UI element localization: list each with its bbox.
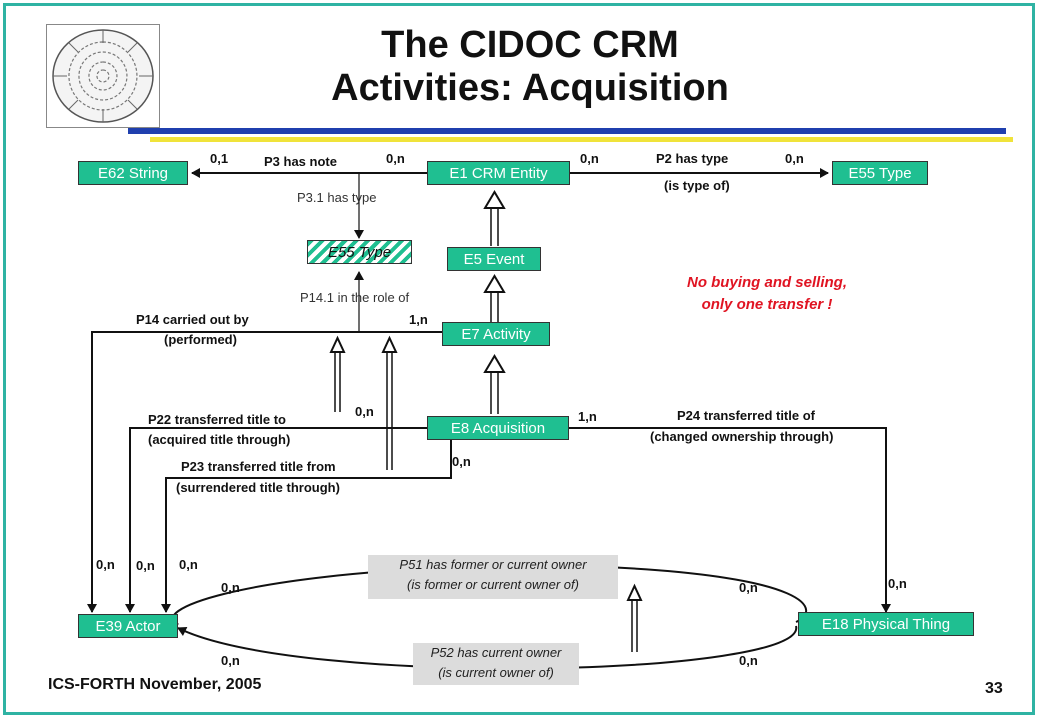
property-p22-label: P22 transferred title to [148,412,286,427]
title-line-1: The CIDOC CRM [381,24,679,66]
footer-text: ICS-FORTH November, 2005 [48,676,262,693]
annotation-note-line-2: only one transfer ! [701,296,833,313]
property-p24-inverse-label: (changed ownership through) [650,429,834,444]
entity-e55-property-type: E55 Type [307,240,412,264]
entity-e18-physical-thing: E18 Physical Thing [798,612,974,636]
entity-e8-acquisition: E8 Acquisition [427,416,569,440]
property-p3-label: P3 has note [264,154,337,169]
property-p51-box: P51 has former or current owner (is form… [368,555,618,599]
cardinality-p3-entity: 0,n [386,151,405,166]
property-p3-1-label: P3.1 has type [297,190,377,205]
cardinality-actor-p23: 0,n [179,557,198,572]
property-p51-label: P51 has former or current owner [399,557,587,572]
title-line-2: Activities: Acquisition [331,67,729,109]
property-p52-inverse-label: (is current owner of) [438,665,554,680]
annotation-note-line-1: No buying and selling, [686,274,847,291]
title-rule-yellow [150,137,1013,142]
property-p2-inverse-label: (is type of) [664,178,730,193]
entity-e39-actor: E39 Actor [78,614,178,638]
property-p14-label: P14 carried out by [136,312,249,327]
entity-e62-string: E62 String [78,161,188,185]
cardinality-p14-activity: 1,n [409,312,428,327]
property-p14-inverse-label: (performed) [164,332,237,347]
slide-title: The CIDOC CRM Activities: Acquisition [180,24,880,110]
cardinality-p51-thing: 0,n [739,580,758,595]
property-p22-inverse-label: (acquired title through) [148,432,291,447]
entity-e5-event: E5 Event [447,247,541,271]
property-p23-label: P23 transferred title from [181,459,336,474]
title-rule-blue [128,128,1006,134]
cardinality-p24-acquisition: 1,n [578,409,597,424]
property-p14-1-label: P14.1 in the role of [300,290,410,305]
cardinality-actor-p22: 0,n [136,558,155,573]
property-p24-label: P24 transferred title of [677,408,815,423]
entity-e7-activity: E7 Activity [442,322,550,346]
cardinality-p2-type: 0,n [785,151,804,166]
cardinality-p2-entity: 0,n [580,151,599,166]
cardinality-actor-p14: 0,n [96,557,115,572]
cardinality-p52-actor: 0,n [221,653,240,668]
cardinality-p51-actor: 0,n [221,580,240,595]
slide-frame [3,3,1035,715]
property-p51-inverse-label: (is former or current owner of) [407,577,579,592]
cardinality-p24-thing: 0,n [888,576,907,591]
entity-e1-crm-entity: E1 CRM Entity [427,161,570,185]
cardinality-p3-string: 0,1 [210,151,229,166]
page-number: 33 [985,680,1003,697]
property-p2-label: P2 has type [656,151,729,166]
cardinality-p23-acquisition: 0,n [452,454,471,469]
property-p23-inverse-label: (surrendered title through) [176,480,340,495]
entity-e55-type: E55 Type [832,161,928,185]
annotation-note: No buying and selling, only one transfer… [642,272,892,316]
property-p52-label: P52 has current owner [430,645,562,660]
cardinality-p22-acquisition: 0,n [355,404,374,419]
property-p52-box: P52 has current owner (is current owner … [413,643,579,685]
phaistos-disc-logo [46,24,160,128]
cardinality-p52-thing: 0,n [739,653,758,668]
